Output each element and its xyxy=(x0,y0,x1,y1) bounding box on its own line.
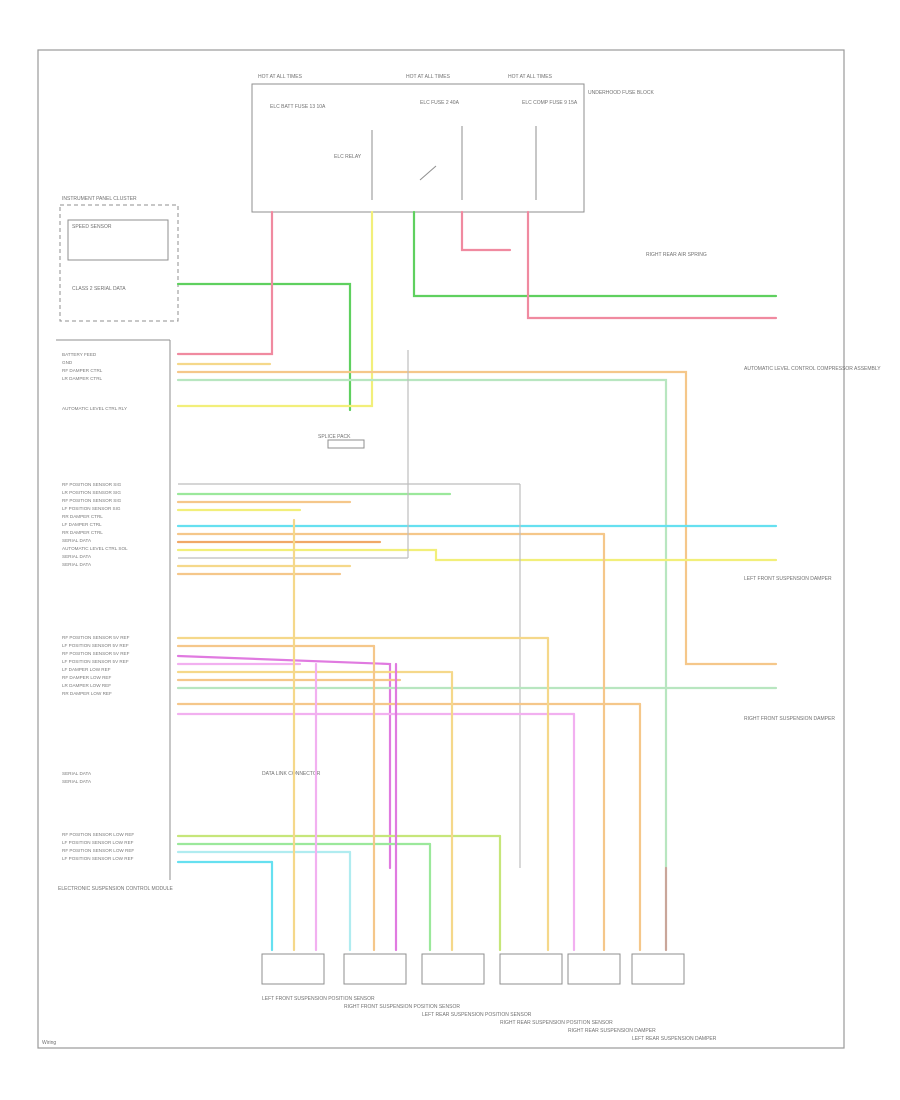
bottom-components xyxy=(261,953,685,985)
svg-text:LR DAMPER LOW REF: LR DAMPER LOW REF xyxy=(62,683,111,688)
svg-text:LF POSITION SENSOR 5V REF: LF POSITION SENSOR 5V REF xyxy=(62,659,129,664)
svg-text:LF POSITION SENSOR LOW REF: LF POSITION SENSOR LOW REF xyxy=(62,856,134,861)
svg-text:RIGHT REAR AIR SPRING: RIGHT REAR AIR SPRING xyxy=(646,252,707,258)
right-labels: RIGHT REAR AIR SPRING AUTOMATIC LEVEL CO… xyxy=(646,252,881,722)
fuse-label-1: ELC BATT FUSE 13 10A xyxy=(270,104,326,110)
wire-yellow-1 xyxy=(176,210,374,408)
ecu-title: ELECTRONIC SUSPENSION CONTROL MODULE xyxy=(58,886,173,892)
wires xyxy=(176,210,778,952)
wire-green-1 xyxy=(176,282,352,412)
svg-text:RF POSITION SENSOR SIG: RF POSITION SENSOR SIG xyxy=(62,498,122,503)
cluster-title: INSTRUMENT PANEL CLUSTER xyxy=(62,196,137,202)
fuse-block-title: UNDERHOOD FUSE BLOCK xyxy=(588,90,655,96)
cluster-sub: CLASS 2 SERIAL DATA xyxy=(72,286,126,292)
svg-text:RR DAMPER CTRL: RR DAMPER CTRL xyxy=(62,530,103,535)
rf-position-sensor xyxy=(343,953,407,985)
svg-text:LR POSITION SENSOR SIG: LR POSITION SENSOR SIG xyxy=(62,490,121,495)
svg-text:RF POSITION SENSOR LOW REF: RF POSITION SENSOR LOW REF xyxy=(62,848,134,853)
lf-position-sensor xyxy=(261,953,325,985)
ecu-pins-serial: SERIAL DATA SERIAL DATA xyxy=(62,771,92,784)
ecu-pins-mid: RF POSITION SENSOR SIG LR POSITION SENSO… xyxy=(62,482,128,567)
svg-text:RF DAMPER CTRL: RF DAMPER CTRL xyxy=(62,368,103,373)
svg-text:RF POSITION SENSOR LOW REF: RF POSITION SENSOR LOW REF xyxy=(62,832,134,837)
instrument-cluster: INSTRUMENT PANEL CLUSTER SPEED SENSOR CL… xyxy=(59,196,179,322)
splice-pack xyxy=(327,439,365,449)
svg-text:RF DAMPER LOW REF: RF DAMPER LOW REF xyxy=(62,675,111,680)
wire-pink-3 xyxy=(526,210,778,320)
svg-text:LF DAMPER LOW REF: LF DAMPER LOW REF xyxy=(62,667,111,672)
hot-label-2: HOT AT ALL TIMES xyxy=(406,74,451,80)
svg-text:RR DAMPER CTRL: RR DAMPER CTRL xyxy=(62,514,103,519)
ecu-pins-low: RF POSITION SENSOR 5V REF LF POSITION SE… xyxy=(62,635,130,696)
svg-text:RR DAMPER LOW REF: RR DAMPER LOW REF xyxy=(62,691,112,696)
svg-text:RIGHT REAR SUSPENSION DAMPER: RIGHT REAR SUSPENSION DAMPER xyxy=(568,1028,656,1034)
svg-text:SERIAL DATA: SERIAL DATA xyxy=(62,771,92,776)
data-link-label: DATA LINK CONNECTOR xyxy=(262,771,321,777)
svg-text:RF POSITION SENSOR 5V REF: RF POSITION SENSOR 5V REF xyxy=(62,635,130,640)
svg-text:GND: GND xyxy=(62,360,73,365)
lr-position-sensor xyxy=(421,953,485,985)
svg-text:SERIAL DATA: SERIAL DATA xyxy=(62,562,92,567)
hot-label-1: HOT AT ALL TIMES xyxy=(258,74,303,80)
svg-text:SERIAL DATA: SERIAL DATA xyxy=(62,538,92,543)
svg-text:RIGHT FRONT SUSPENSION POSITIO: RIGHT FRONT SUSPENSION POSITION SENSOR xyxy=(344,1004,460,1010)
lr-damper xyxy=(631,953,685,985)
fuse-label-2: ELC FUSE 2 40A xyxy=(420,100,460,106)
svg-text:LR DAMPER CTRL: LR DAMPER CTRL xyxy=(62,376,103,381)
svg-text:SERIAL DATA: SERIAL DATA xyxy=(62,554,92,559)
svg-text:LF POSITION SENSOR LOW REF: LF POSITION SENSOR LOW REF xyxy=(62,840,134,845)
relay-label: ELC RELAY xyxy=(334,154,362,160)
svg-text:LF POSITION SENSOR 5V REF: LF POSITION SENSOR 5V REF xyxy=(62,643,129,648)
svg-text:RIGHT FRONT SUSPENSION DAMPER: RIGHT FRONT SUSPENSION DAMPER xyxy=(744,716,835,722)
diagram-frame xyxy=(37,49,845,1049)
svg-text:AUTOMATIC LEVEL CTRL RLY: AUTOMATIC LEVEL CTRL RLY xyxy=(62,406,127,411)
svg-text:LF DAMPER CTRL: LF DAMPER CTRL xyxy=(62,522,102,527)
svg-text:SERIAL DATA: SERIAL DATA xyxy=(62,779,92,784)
rr-damper xyxy=(567,953,621,985)
cluster-inner: SPEED SENSOR xyxy=(72,224,112,230)
svg-text:AUTOMATIC LEVEL CTRL SOL: AUTOMATIC LEVEL CTRL SOL xyxy=(62,546,128,551)
svg-text:LEFT REAR SUSPENSION POSITION: LEFT REAR SUSPENSION POSITION SENSOR xyxy=(422,1012,532,1018)
splice-label: SPLICE PACK xyxy=(318,434,351,440)
ecu-pins-bottom: RF POSITION SENSOR LOW REF LF POSITION S… xyxy=(62,832,134,861)
svg-text:BATTERY FEED: BATTERY FEED xyxy=(62,352,97,357)
wire-pink-2 xyxy=(460,210,512,252)
svg-text:AUTOMATIC LEVEL CONTROL COMPRE: AUTOMATIC LEVEL CONTROL COMPRESSOR ASSEM… xyxy=(744,366,881,372)
fuse-block: UNDERHOOD FUSE BLOCK HOT AT ALL TIMES HO… xyxy=(251,74,655,213)
fuse-label-3: ELC COMP FUSE 9 15A xyxy=(522,100,578,106)
bottom-labels: LEFT FRONT SUSPENSION POSITION SENSOR RI… xyxy=(262,996,717,1042)
svg-text:LEFT FRONT SUSPENSION DAMPER: LEFT FRONT SUSPENSION DAMPER xyxy=(744,576,832,582)
ecu-pins-top: BATTERY FEED GND RF DAMPER CTRL LR DAMPE… xyxy=(62,352,127,411)
wire-green-2 xyxy=(412,210,778,298)
svg-text:LEFT FRONT SUSPENSION POSITION: LEFT FRONT SUSPENSION POSITION SENSOR xyxy=(262,996,375,1002)
footer-id: Wiring xyxy=(42,1040,56,1046)
rr-position-sensor xyxy=(499,953,563,985)
svg-text:LF POSITION SENSOR SIG: LF POSITION SENSOR SIG xyxy=(62,506,121,511)
svg-text:LEFT REAR SUSPENSION DAMPER: LEFT REAR SUSPENSION DAMPER xyxy=(632,1036,717,1042)
svg-text:RF POSITION SENSOR SIG: RF POSITION SENSOR SIG xyxy=(62,482,122,487)
svg-text:RF POSITION SENSOR 5V REF: RF POSITION SENSOR 5V REF xyxy=(62,651,130,656)
svg-text:RIGHT REAR SUSPENSION POSITION: RIGHT REAR SUSPENSION POSITION SENSOR xyxy=(500,1020,613,1026)
wire-pink-1 xyxy=(176,210,274,356)
hot-label-3: HOT AT ALL TIMES xyxy=(508,74,553,80)
